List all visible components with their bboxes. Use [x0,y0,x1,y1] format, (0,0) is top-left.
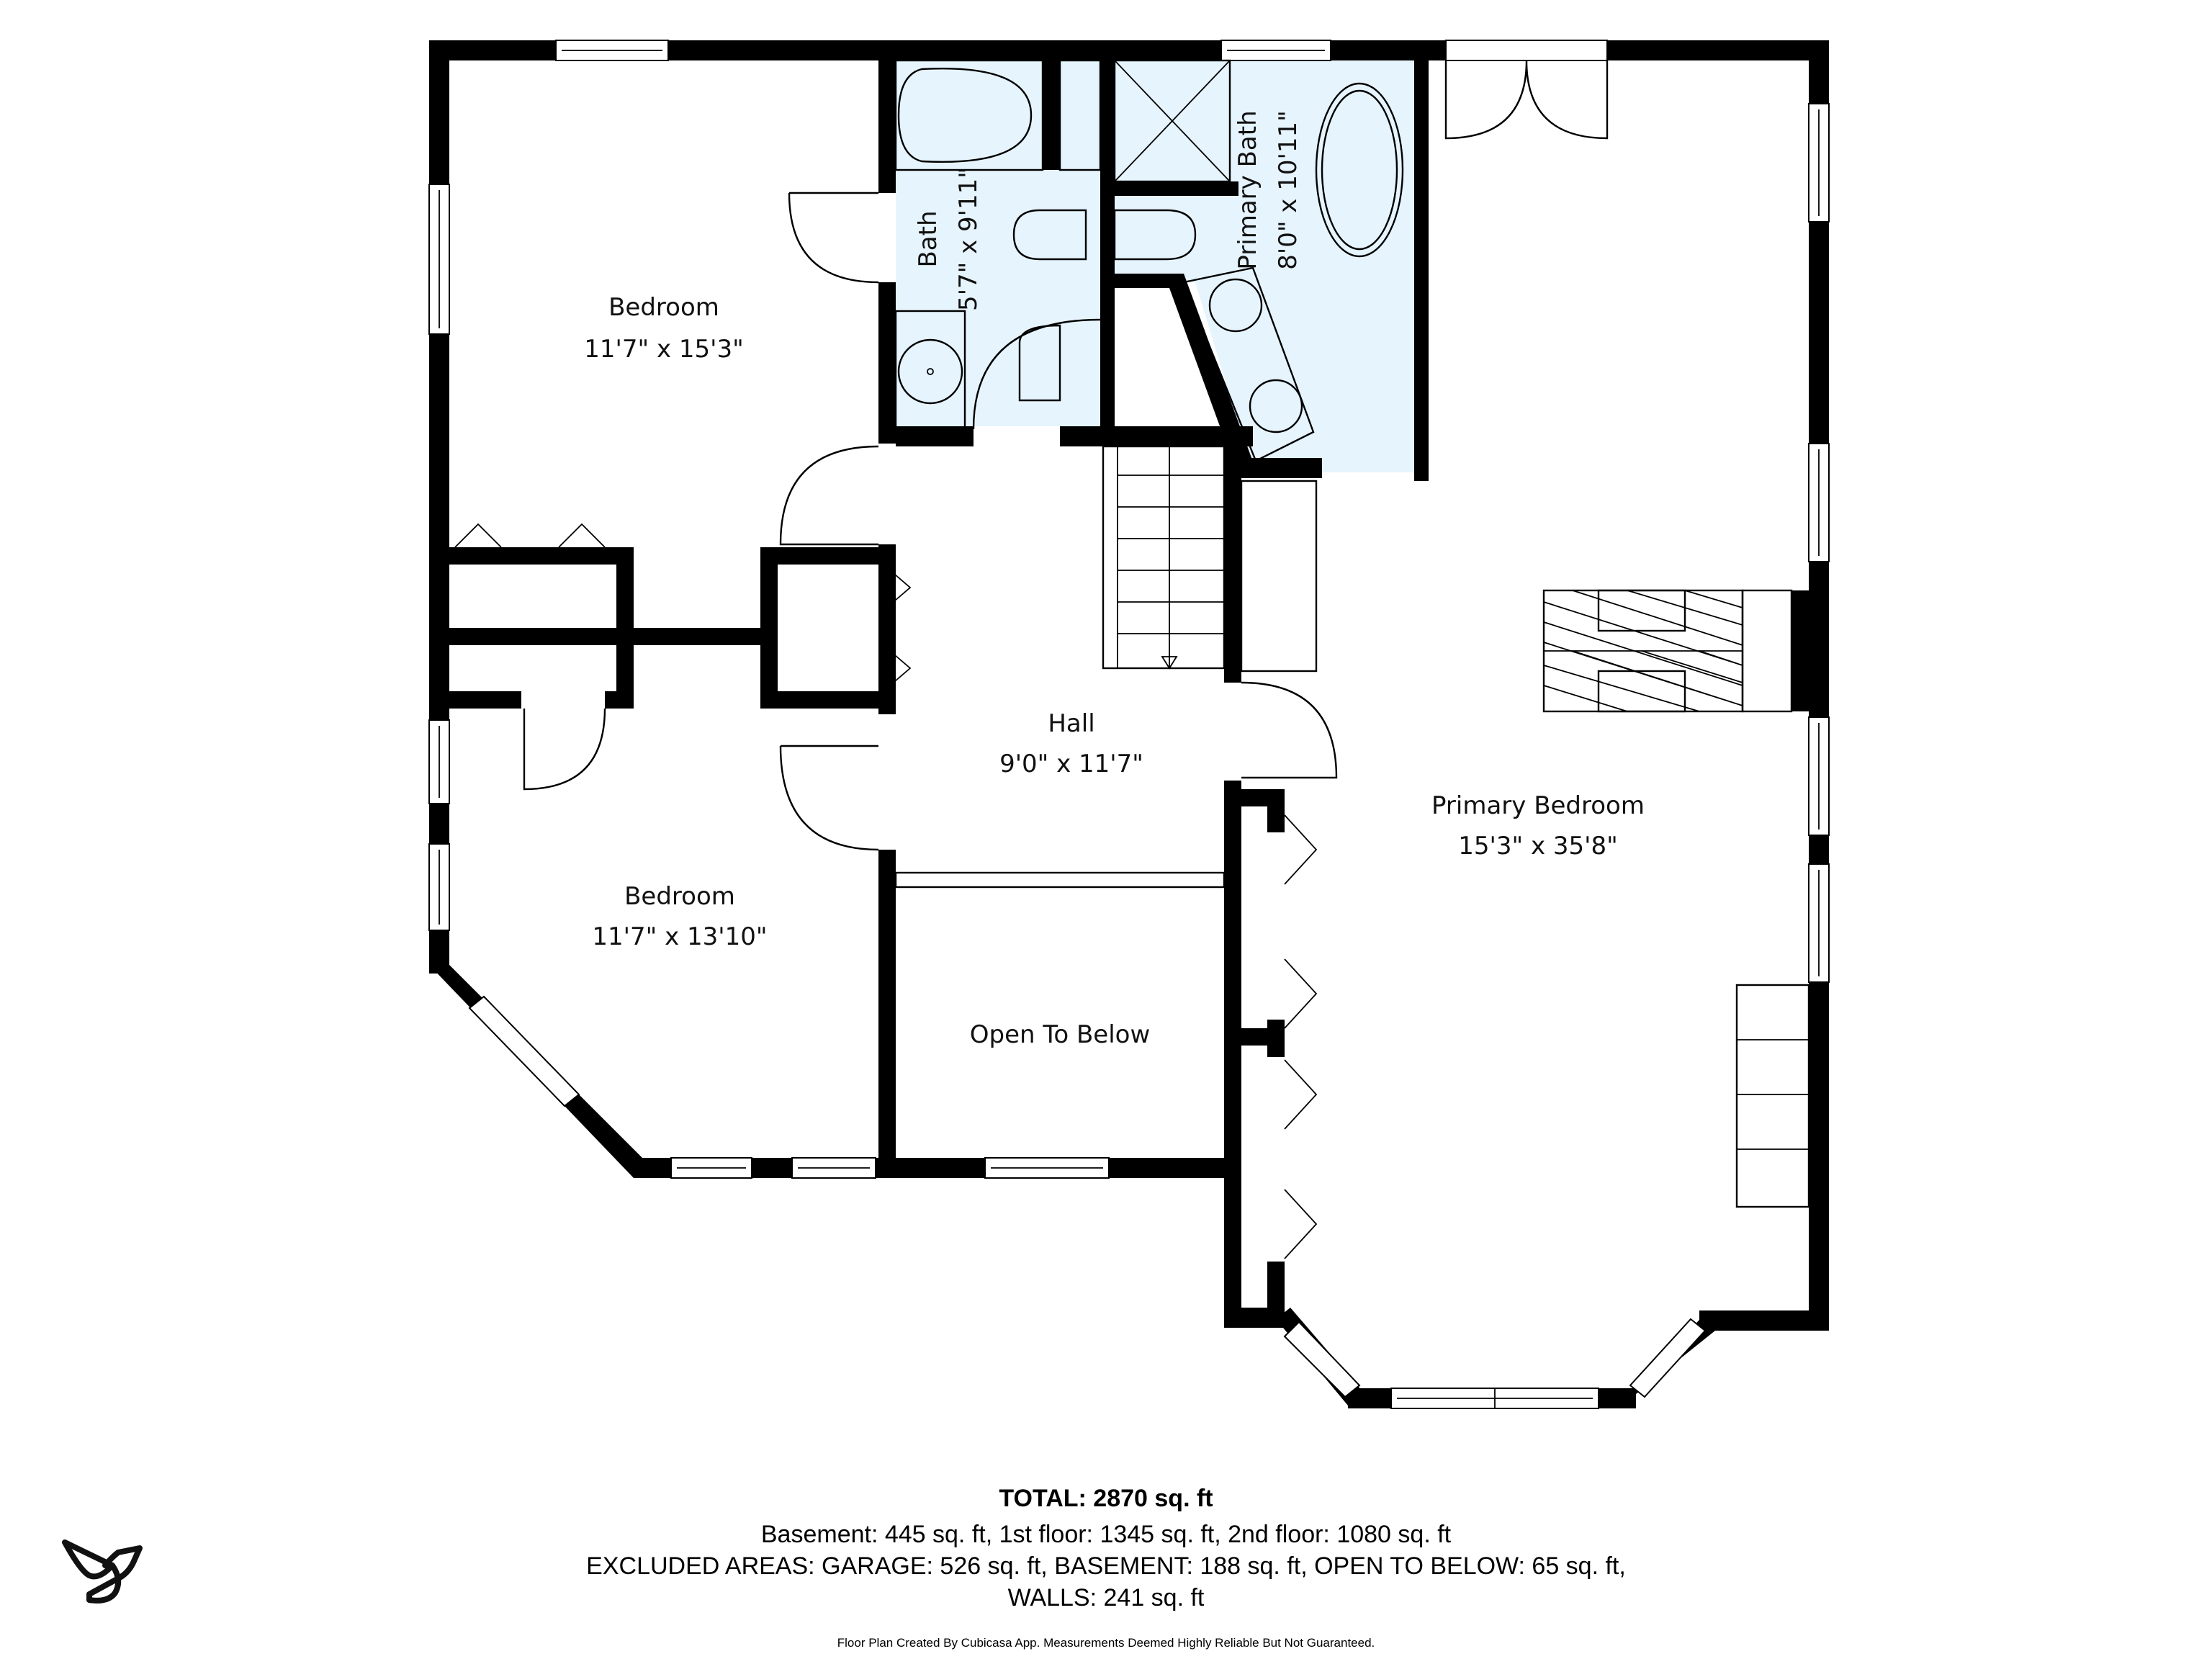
room-name-primary-bedroom: Primary Bedroom [1431,791,1645,820]
windows [428,40,1830,1409]
room-dims-primary-bedroom: 15'3" x 35'8" [1458,832,1618,860]
fixtures [894,59,1810,1208]
room-name-bath: Bath [914,210,943,267]
bath-fill-areas [893,58,1414,472]
room-dims-bedroom-2: 11'7" x 13'10" [592,922,767,951]
room-dims-bedroom-1: 11'7" x 15'3" [584,335,744,364]
doors [454,60,1609,1259]
room-dims-primary-bath: 8'0" x 10'11" [1274,110,1303,270]
arrow-down-icon [1161,656,1178,670]
room-name-bedroom-2: Bedroom [624,882,735,911]
floor-areas: Basement: 445 sq. ft, 1st floor: 1345 sq… [760,1521,1452,1548]
room-dims-hall: 9'0" x 11'7" [999,750,1143,778]
excluded-areas: EXCLUDED AREAS: GARAGE: 526 sq. ft, BASE… [586,1552,1626,1580]
room-labels: Bedroom 11'7" x 15'3" Bath 5'7" x 9'11" … [584,110,1645,1049]
room-name-bedroom-1: Bedroom [608,293,719,322]
room-name-primary-bath: Primary Bath [1233,110,1262,269]
room-dims-bath: 5'7" x 9'11" [954,167,983,311]
room-name-hall: Hall [1048,709,1094,738]
hummingbird-logo-icon [62,1539,143,1604]
disclaimer: Floor Plan Created By Cubicasa App. Meas… [837,1636,1375,1650]
walls-area: WALLS: 241 sq. ft [1007,1584,1205,1611]
total-area: TOTAL: 2870 sq. ft [999,1485,1213,1512]
room-name-open-to-below: Open To Below [970,1020,1151,1049]
